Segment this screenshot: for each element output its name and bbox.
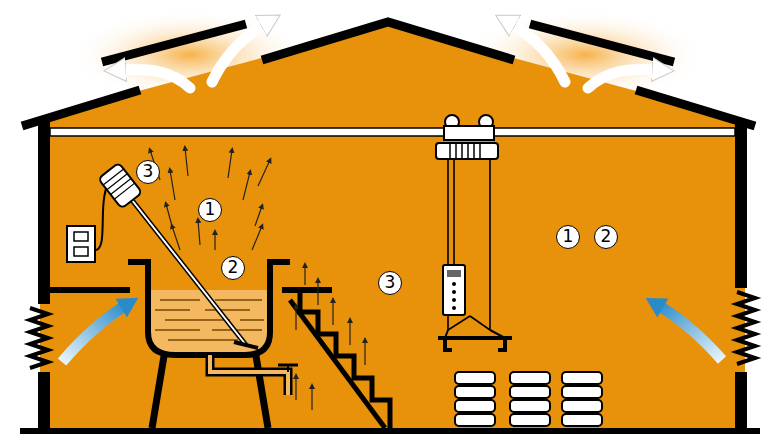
air-arrow: [295, 306, 296, 330]
drum: [562, 386, 602, 398]
air-arrow: [198, 220, 200, 245]
drum: [455, 386, 495, 398]
drum: [562, 400, 602, 412]
air-arrow: [255, 206, 262, 226]
air-arrow: [166, 204, 172, 226]
callout-number: 2: [221, 256, 245, 280]
callout-number: 3: [136, 160, 160, 184]
drum: [510, 400, 550, 412]
air-arrow: [243, 172, 250, 200]
drum: [562, 372, 602, 384]
callout-number: 3: [378, 271, 402, 295]
air-arrow: [258, 160, 270, 186]
callout-number: 1: [198, 198, 222, 222]
air-arrow: [252, 226, 262, 250]
air-arrow: [332, 300, 333, 325]
air-arrow: [214, 232, 215, 250]
drum: [455, 400, 495, 412]
air-arrow: [311, 386, 312, 410]
drum: [510, 372, 550, 384]
drum: [510, 414, 550, 426]
air-arrow: [349, 320, 350, 345]
callout-number: 1: [556, 225, 580, 249]
air-arrow: [170, 170, 175, 200]
drum: [455, 414, 495, 426]
air-arrow: [228, 150, 232, 178]
air-arrow: [304, 265, 305, 285]
drum: [510, 386, 550, 398]
drum: [562, 414, 602, 426]
air-arrow: [364, 340, 365, 365]
air-arrow: [295, 376, 296, 400]
air-arrow: [185, 148, 188, 176]
air-arrow: [317, 280, 318, 305]
air-arrow: [172, 226, 180, 250]
callout-number: 2: [594, 225, 618, 249]
drum: [455, 372, 495, 384]
